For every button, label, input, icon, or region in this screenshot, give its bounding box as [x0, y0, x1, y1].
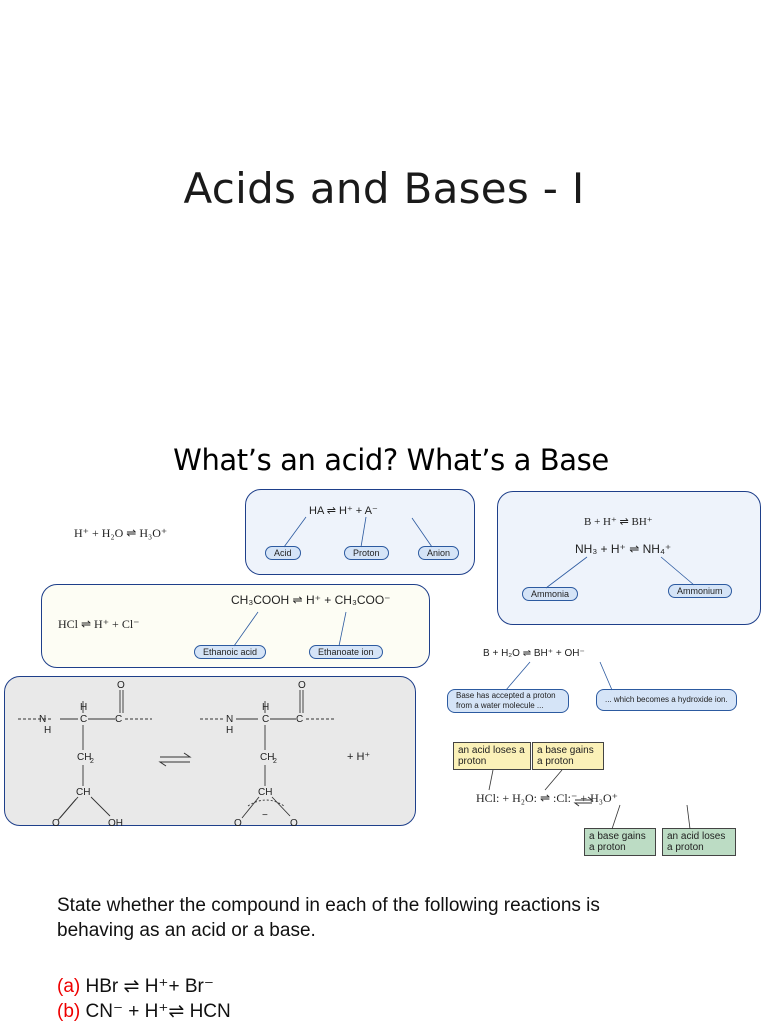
svg-text:N: N: [226, 714, 233, 725]
hydronium-equation: H⁺ + H₂O ⇌ H₃O⁺: [74, 526, 168, 540]
svg-text:N: N: [39, 714, 46, 725]
svg-text:O: O: [117, 680, 125, 691]
svg-text:H: H: [226, 725, 233, 736]
proton-label: Proton: [344, 546, 389, 560]
released-proton: + H⁺: [347, 751, 371, 763]
base-note-pointer: [505, 661, 531, 691]
svg-text:O: O: [298, 680, 306, 691]
svg-text:C: C: [296, 714, 303, 725]
hcl-equation: HCl ⇌ H⁺ + Cl⁻: [58, 617, 140, 631]
ammonia-equation: NH₃ + H⁺ ⇌ NH₄⁺: [575, 542, 672, 556]
svg-text:O: O: [234, 818, 242, 829]
item-a-label: (a): [57, 976, 81, 997]
ethanoate-ion-label: Ethanoate ion: [309, 645, 383, 659]
item-a-text: HBr ⇌ H⁺+ Br⁻: [85, 976, 214, 997]
slide-title: Acids and Bases - I: [183, 164, 585, 213]
ammonia-pointer: [545, 556, 588, 589]
equilibrium-arrows: [158, 752, 594, 807]
hydroxide-pointer: [599, 661, 613, 691]
svg-text:H: H: [262, 702, 269, 713]
item-b-text: CN⁻ + H⁺⇌ HCN: [85, 1001, 231, 1022]
base-protonation-panel: [497, 491, 761, 625]
base-accepted-note: Base has accepted a proton from a water …: [447, 689, 569, 713]
acid-dissociation-panel: [245, 489, 475, 575]
svg-text:H: H: [44, 725, 51, 736]
svg-text:2: 2: [273, 758, 277, 765]
svg-text:C: C: [115, 714, 122, 725]
tag-line-4: [686, 804, 691, 830]
proton-pointer: [360, 516, 367, 548]
acid-pointer: [283, 516, 307, 548]
ethanoic-pointer: [233, 611, 259, 647]
base-equation: B + H⁺ ⇌ BH⁺: [584, 516, 653, 528]
svg-text:CH: CH: [76, 787, 90, 798]
ammonia-label: Ammonia: [522, 587, 579, 601]
amino-acid-right: [200, 690, 334, 819]
tag-line-2: [544, 769, 563, 791]
svg-text:2: 2: [90, 758, 94, 765]
anion-pointer: [411, 517, 433, 548]
tag-line-3: [611, 804, 621, 830]
svg-text:H: H: [80, 702, 87, 713]
amino-acid-left: [18, 690, 152, 821]
ammonium-label: Ammonium: [668, 584, 732, 598]
exercise-item-a: (a) HBr ⇌ H⁺+ Br⁻: [57, 975, 214, 998]
section-title: What’s an acid? What’s a Base: [173, 443, 609, 477]
amino-acid-panel: [4, 676, 416, 826]
hcl-water-equation: HCl: + H₂O: ⇌ :Cl:⁻ + H₃O⁺: [476, 791, 618, 805]
svg-text:CH: CH: [258, 787, 272, 798]
ammonium-pointer: [660, 556, 695, 586]
anion-label: Anion: [418, 546, 460, 560]
ha-equation: HA ⇌ H⁺ + A⁻: [309, 505, 378, 517]
svg-text:C: C: [80, 714, 87, 725]
base-gains-proton-tag: a base gains a proton: [532, 742, 604, 770]
acid-loses-proton-tag: an acid loses a proton: [453, 742, 531, 770]
ethanoic-acid-label: Ethanoic acid: [194, 645, 267, 659]
acetic-equation: CH₃COOH ⇌ H⁺ + CH₃COO⁻: [231, 593, 391, 607]
svg-text:C: C: [262, 714, 269, 725]
ethanoate-pointer: [338, 611, 347, 647]
exercise-item-b: (b) CN⁻ + H⁺⇌ HCN: [57, 1000, 231, 1023]
svg-text:O: O: [52, 818, 60, 829]
acid-loses-proton-tag-bottom: an acid loses a proton: [662, 828, 736, 856]
svg-text:O: O: [290, 818, 298, 829]
tag-line-1: [488, 769, 494, 791]
svg-text:CH: CH: [77, 752, 91, 763]
svg-text:OH: OH: [108, 818, 123, 829]
base-gains-proton-tag-bottom: a base gains a proton: [584, 828, 656, 856]
exercise-question: State whether the compound in each of th…: [57, 895, 600, 941]
item-b-label: (b): [57, 1001, 81, 1022]
acid-label: Acid: [265, 546, 301, 560]
svg-text:CH: CH: [260, 752, 274, 763]
hydroxide-note: ... which becomes a hydroxide ion.: [596, 689, 737, 711]
svg-text:−: −: [262, 810, 268, 821]
base-water-equation: B + H₂O ⇌ BH⁺ + OH⁻: [483, 648, 585, 659]
